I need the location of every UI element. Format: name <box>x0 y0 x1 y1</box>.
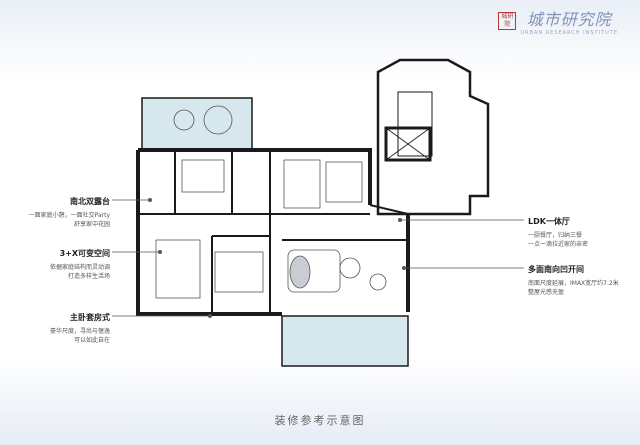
north-terrace <box>141 97 253 151</box>
callout-title: 多面南向凹开间 <box>528 265 584 274</box>
callout-body: 依据家庭结构而灵动调 打造多样生活场 <box>49 264 110 280</box>
furniture <box>155 105 387 299</box>
south-terrace <box>281 315 409 367</box>
callout-master-suite: 主卧套房式 豪华尺度，寻尚与惬逸 可以如此自在 <box>10 312 110 345</box>
stair-core <box>376 58 490 216</box>
brand-seal-icon: 城研院 <box>498 12 517 30</box>
callout-ldk: LDK一体厅 一厨餐厅，归纳三餐 一点一滴拉近家的亲密 <box>528 216 634 249</box>
callout-body: 南面尺度延展，IMAX宽厅约7.2米 整屋光感充盈 <box>528 280 619 296</box>
leader-lines <box>112 197 524 318</box>
callout-flexible-space: 3+X可变空间 依据家庭结构而灵动调 打造多样生活场 <box>10 248 110 281</box>
brand-logo: 城研院 城市研究院 URBAN RESEARCH INSTITUTE <box>498 6 618 36</box>
callout-title: 主卧套房式 <box>70 313 110 322</box>
callout-north-south-terrace: 南北双露台 一面家庭小憩，一面社交Party 舒享家中花园 <box>10 196 110 229</box>
callout-title: 3+X可变空间 <box>59 249 110 258</box>
brand-name: 城市研究院 <box>526 10 612 29</box>
callout-title: LDK一体厅 <box>528 217 570 226</box>
brand-subtitle: URBAN RESEARCH INSTITUTE <box>520 30 618 36</box>
callout-body: 一厨餐厅，归纳三餐 一点一滴拉近家的亲密 <box>528 232 589 248</box>
brand-seal-text: 城研院 <box>501 13 514 28</box>
outer-walls <box>136 148 410 316</box>
callout-body: 一面家庭小憩，一面社交Party 舒享家中花园 <box>28 212 110 228</box>
callout-body: 豪华尺度，寻尚与惬逸 可以如此自在 <box>49 328 110 344</box>
callout-title: 南北双露台 <box>70 197 110 206</box>
inner-walls <box>138 150 409 314</box>
image-caption: 装修参考示意图 <box>274 414 366 427</box>
callout-bay-windows: 多面南向凹开间 南面尺度延展，IMAX宽厅约7.2米 整屋光感充盈 <box>528 264 636 297</box>
